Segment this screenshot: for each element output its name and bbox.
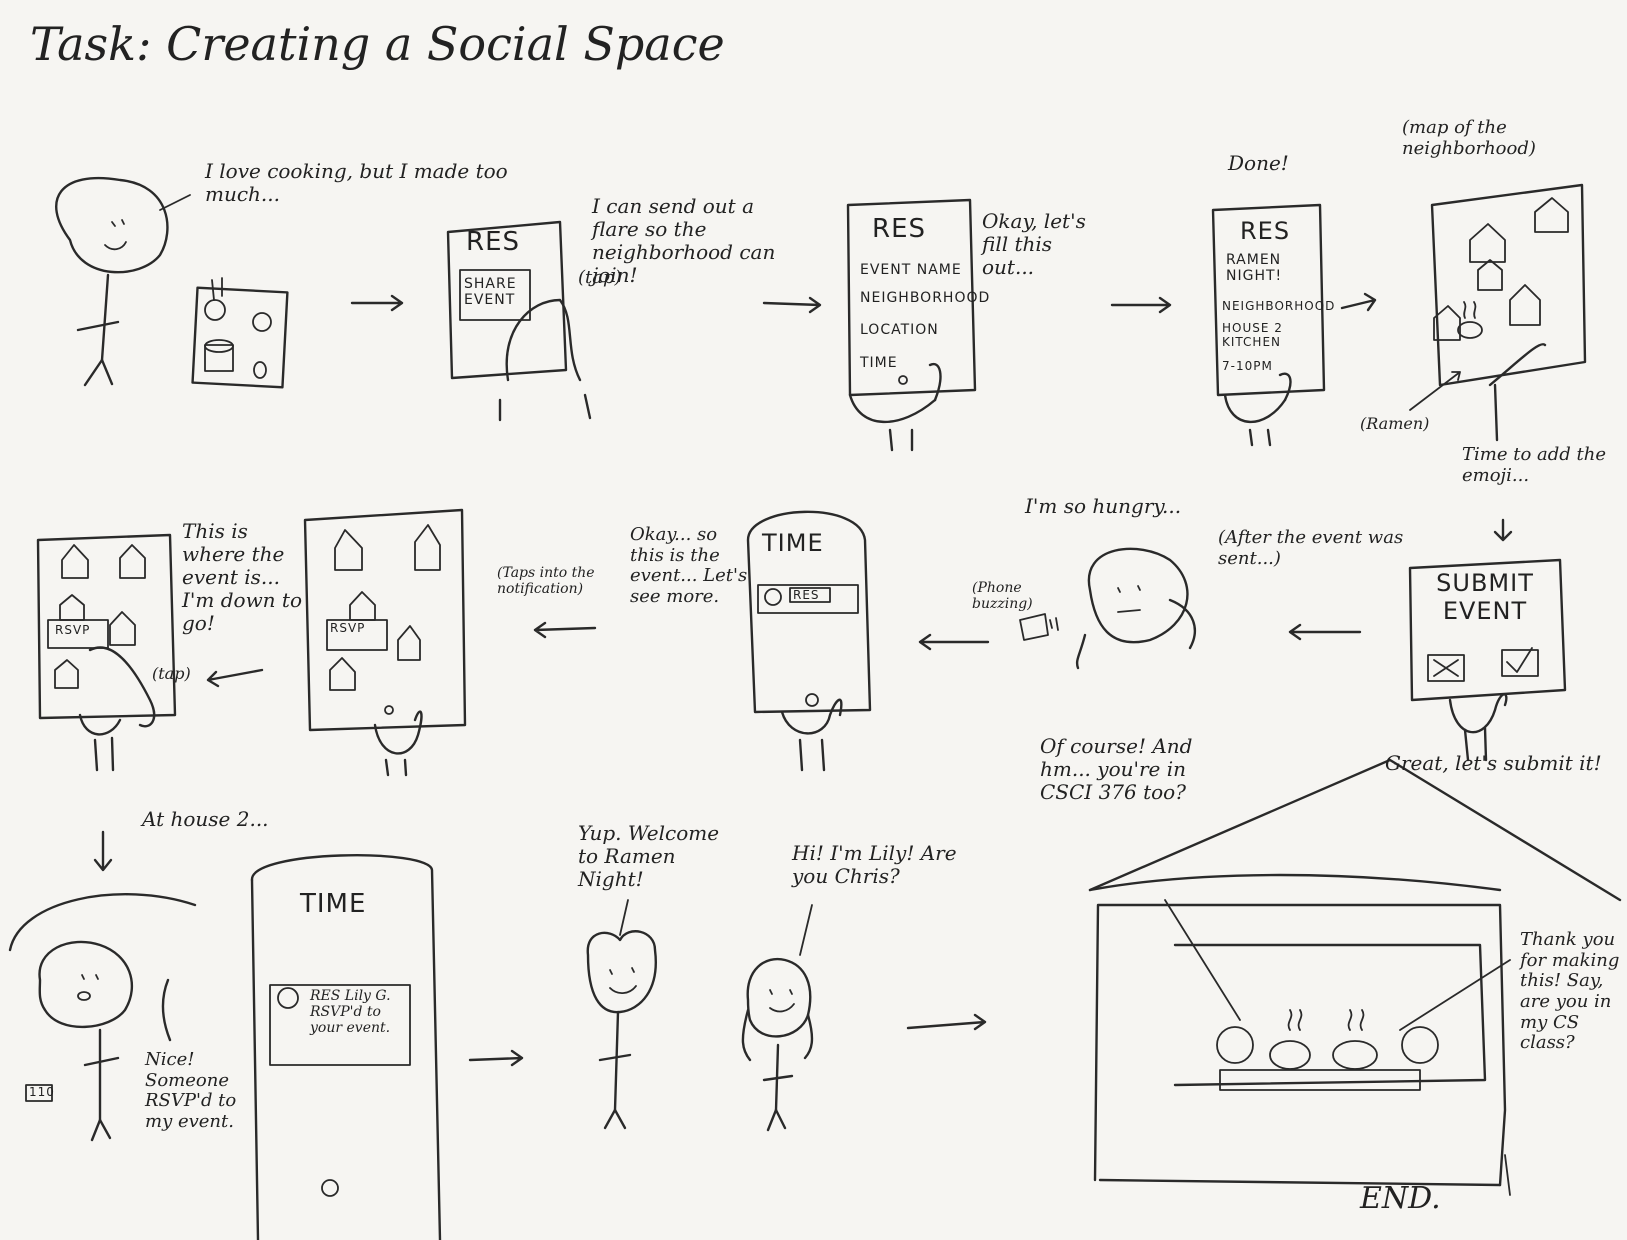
thank-you-speech: Thank you for making this! Say, are you …	[1520, 929, 1620, 1054]
panel3-screen-title: RES	[872, 214, 926, 244]
time-phone-row2	[746, 510, 872, 772]
ramen-label: (Ramen)	[1360, 414, 1430, 433]
panel1-stovetop	[191, 277, 289, 389]
panel1-speech: I love cooking, but I made too much...	[205, 159, 508, 206]
arrow-3	[1110, 296, 1172, 314]
emoji-note: Time to add the emoji...	[1462, 444, 1606, 486]
of-course-speech: Of course! And hm... you're in CSCI 376 …	[1040, 734, 1193, 804]
panel2-phone	[446, 220, 592, 422]
panel4-screen-title: RES	[1240, 217, 1291, 245]
time-screen-title-row3: TIME	[300, 889, 367, 919]
time-screen-title: TIME	[762, 529, 824, 557]
panel3-phone	[846, 198, 977, 452]
arrow-5	[1288, 623, 1362, 641]
arrow-9	[468, 1049, 524, 1067]
after-sent-caption: (After the event was sent...)	[1218, 527, 1404, 569]
event-name-value: RAMEN NIGHT!	[1226, 252, 1283, 285]
taps-into-caption: (Taps into the notification)	[497, 565, 595, 598]
form-field-neighborhood[interactable]: NEIGHBORHOOD	[860, 290, 991, 306]
done-caption: Done!	[1228, 151, 1289, 175]
arrow-2	[762, 296, 822, 314]
house-number: 110	[29, 1085, 55, 1099]
arrow-6	[918, 633, 990, 651]
welcome-speech: Yup. Welcome to Ramen Night!	[578, 821, 720, 891]
phone-buzzing-label: (Phone buzzing)	[972, 580, 1033, 613]
panel4-phone	[1211, 203, 1326, 447]
hungry-thought: I'm so hungry...	[1025, 494, 1182, 518]
arrow-4	[1340, 292, 1377, 312]
end-label: END.	[1360, 1181, 1441, 1216]
rsvp-button-map[interactable]: RSVP	[330, 621, 366, 635]
form-field-location[interactable]: LOCATION	[860, 322, 939, 338]
down-arrow-to-submit	[1493, 518, 1513, 542]
arrow-7	[533, 621, 597, 639]
rsvp-button-tapped[interactable]: RSVP	[55, 623, 91, 637]
at-house-caption: At house 2...	[142, 807, 269, 831]
form-field-event-name[interactable]: EVENT NAME	[860, 262, 962, 278]
map-caption: (map of the neighborhood)	[1402, 117, 1536, 159]
panel2-screen-title: RES	[466, 227, 520, 257]
page-title: Task: Creating a Social Space	[30, 17, 725, 71]
submit-caption: Great, let's submit it!	[1385, 751, 1602, 775]
time-value: 7-10PM	[1222, 359, 1273, 373]
neighborhood-value: NEIGHBORHOOD	[1222, 299, 1336, 313]
panel-submit-phone	[1408, 558, 1567, 762]
share-event-button[interactable]: SHARE EVENT	[464, 276, 517, 309]
location-value: HOUSE 2 KITCHEN	[1222, 321, 1283, 349]
arrow-10	[906, 1013, 987, 1031]
panel2-thought: I can send out a flare so the neighborho…	[592, 194, 776, 287]
panel3-thought: Okay, let's fill this out...	[982, 209, 1086, 279]
panel1-person	[55, 176, 191, 387]
map-tap-phone	[36, 533, 177, 772]
map-rsvp-phone	[303, 508, 467, 777]
hungry-person	[1019, 547, 1197, 670]
rsvp-notification[interactable]: RES Lily G. RSVP'd to your event.	[310, 988, 391, 1037]
notification-res[interactable]: RES	[793, 588, 820, 602]
event-location-thought: This is where the event is... I'm down t…	[182, 519, 302, 635]
panel5-map-phone	[1409, 183, 1587, 442]
okay-so-thought: Okay... so this is the event... Let's se…	[630, 524, 748, 608]
tap-label: (tap)	[578, 267, 622, 288]
down-arrow-row3	[93, 830, 113, 872]
form-field-time[interactable]: TIME	[860, 355, 898, 371]
kitchen-scene	[1088, 758, 1622, 1196]
submit-event-title[interactable]: SUBMIT EVENT	[1436, 569, 1534, 625]
two-people	[586, 899, 814, 1132]
tap-label-row2: (tap)	[152, 664, 191, 683]
arrow-1	[350, 294, 404, 312]
hi-lily-speech: Hi! I'm Lily! Are you Chris?	[792, 841, 957, 888]
arrow-8	[206, 668, 264, 688]
time-phone-row3	[250, 854, 442, 1240]
host-at-door	[8, 893, 197, 1142]
nice-thought: Nice! Someone RSVP'd to my event.	[145, 1049, 237, 1133]
